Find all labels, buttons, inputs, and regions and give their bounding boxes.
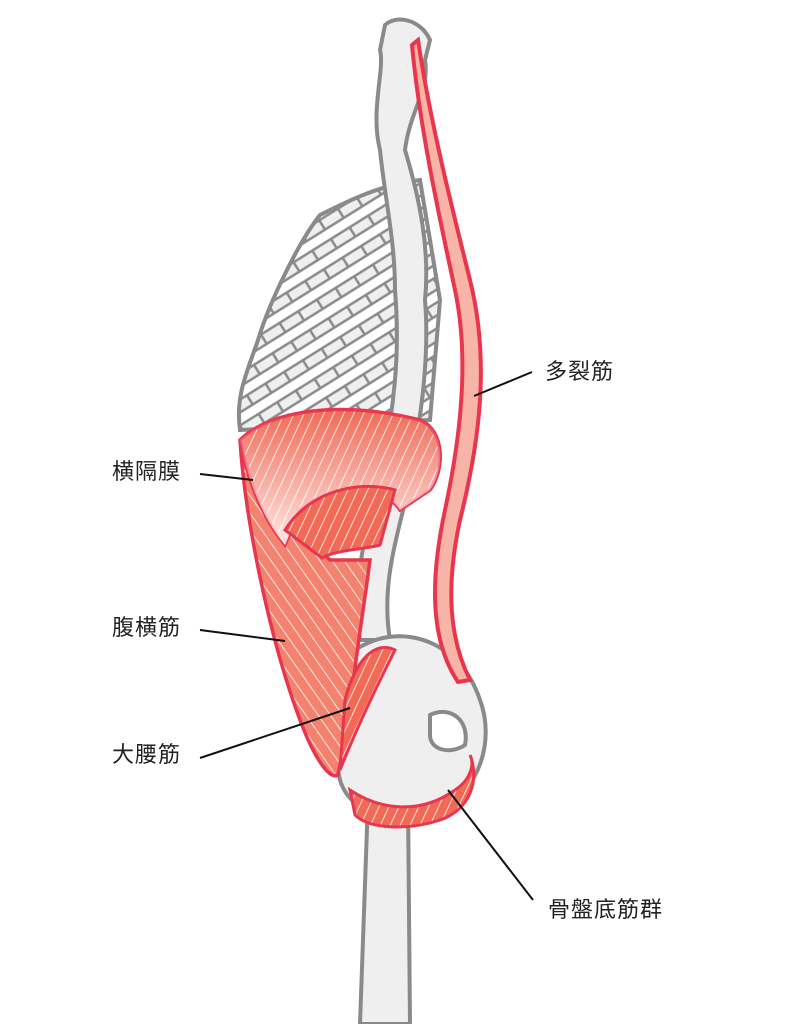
leader-multifidus	[473, 371, 533, 397]
femur	[357, 798, 413, 1024]
leader-pelvic-floor	[447, 789, 534, 901]
leader-diaphragm	[199, 473, 254, 481]
label-multifidus: 多裂筋	[545, 360, 615, 385]
pelvic-floor-muscles	[347, 754, 476, 829]
rib-cage	[236, 177, 443, 433]
label-diaphragm: 横隔膜	[112, 460, 182, 485]
multifidus-muscle	[409, 36, 483, 685]
label-psoas-major: 大腰筋	[112, 743, 182, 768]
leader-transversus	[199, 629, 286, 642]
diaphragm-muscle	[238, 407, 442, 560]
leader-lines	[199, 371, 534, 901]
spine	[355, 17, 433, 642]
label-pelvic-floor: 骨盤底筋群	[548, 898, 664, 923]
label-transversus-abdominis: 腹横筋	[112, 616, 182, 641]
psoas-major-muscle	[338, 646, 398, 771]
leader-psoas	[199, 707, 351, 759]
